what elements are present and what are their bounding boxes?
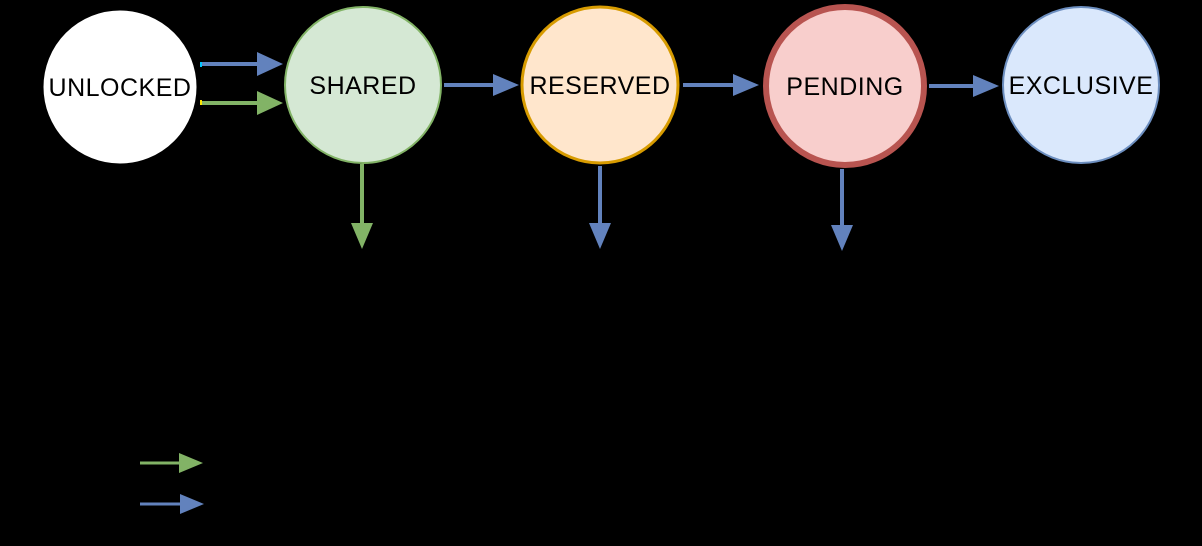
transition-pending-down-arrow	[831, 169, 853, 251]
state-circle-reserved	[520, 5, 680, 165]
state-label-shared: SHARED	[309, 72, 416, 100]
state-label-pending: PENDING	[786, 73, 903, 101]
state-circle-shared	[284, 6, 442, 164]
state-label-unlocked: UNLOCKED	[49, 74, 192, 102]
transition-reserved-pending-arrow	[683, 74, 759, 96]
transition-unlocked-shared-blue-arrow	[202, 52, 283, 76]
legend-blue-arrow	[140, 494, 204, 514]
state-circle-pending	[763, 4, 927, 168]
state-label-reserved: RESERVED	[529, 72, 670, 100]
arrow-head	[831, 225, 853, 251]
arrow-head	[257, 91, 283, 115]
transition-shared-reserved-arrow	[444, 74, 519, 96]
transition-shared-down-arrow	[351, 164, 373, 249]
legend-green-arrow	[140, 453, 203, 473]
state-circle-exclusive	[1002, 6, 1160, 164]
arrow-head	[351, 223, 373, 249]
arrow-head	[257, 52, 283, 76]
connector-tick-yellow	[200, 100, 202, 105]
arrow-head	[733, 74, 759, 96]
arrow-head	[180, 494, 204, 514]
transition-pending-exclusive-arrow	[929, 75, 999, 97]
state-label-exclusive: EXCLUSIVE	[1009, 72, 1154, 100]
arrow-head	[973, 75, 999, 97]
arrow-head	[179, 453, 203, 473]
arrow-head	[589, 223, 611, 249]
arrow-head	[493, 74, 519, 96]
transition-reserved-down-arrow	[589, 166, 611, 249]
connector-tick-cyan	[200, 62, 202, 67]
transition-unlocked-shared-green-arrow	[202, 91, 283, 115]
state-circle-unlocked	[43, 10, 197, 164]
